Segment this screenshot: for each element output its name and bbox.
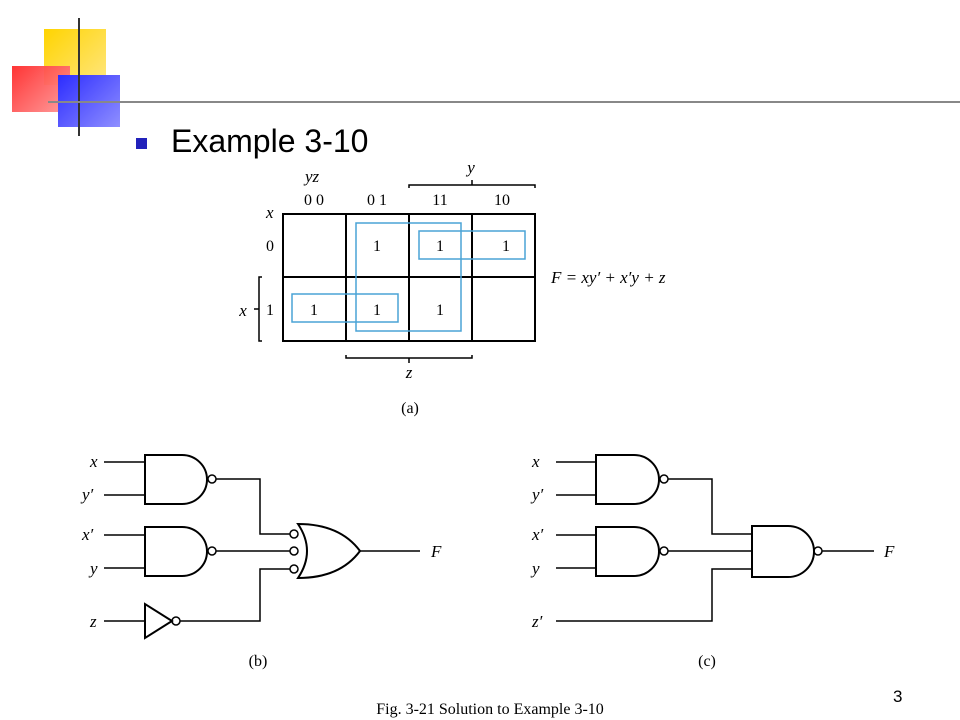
kmap-cols-variable: yz — [303, 167, 320, 186]
karnaugh-map: yz x 0 0 0 1 11 10 0 1 1 1 1 1 1 1 y x z… — [238, 158, 666, 417]
inversion-bubble — [659, 546, 669, 556]
kmap-col-header: 11 — [432, 192, 447, 209]
z-bracket-label: z — [405, 363, 413, 382]
circuit-c-input-label: x — [531, 452, 540, 471]
circuit-c-input-label: y′ — [530, 485, 544, 504]
circuit-c-output-label: F — [883, 542, 895, 561]
x-bracket — [254, 276, 262, 342]
bullet-icon — [136, 138, 147, 149]
circuit-c: x y′ x′ y z′ F (c) — [530, 452, 895, 670]
y-bracket-label: y — [465, 158, 475, 177]
circuit-b: x y′ x′ y z F (b) — [80, 452, 442, 670]
z-bracket — [345, 355, 473, 363]
kmap-col-header: 0 1 — [367, 192, 387, 209]
nand-gate — [751, 525, 815, 578]
kmap-col-header: 0 0 — [304, 192, 324, 209]
circuit-b-input-label: z — [89, 612, 97, 631]
kmap-cell: 1 — [436, 238, 444, 255]
nand-gate — [595, 526, 660, 577]
circuit-b-output-label: F — [430, 542, 442, 561]
circuit-b-input-label: x — [89, 452, 98, 471]
figure-caption: Fig. 3-21 Solution to Example 3-10 — [376, 701, 604, 718]
kmap-group-x-yprime — [291, 293, 399, 323]
x-bracket-label: x — [238, 301, 247, 320]
caption-b: (b) — [249, 653, 268, 670]
inversion-bubble — [289, 564, 299, 574]
circuit-c-input-label: y — [530, 559, 540, 578]
title-rule — [48, 101, 960, 103]
boolean-function: F = xy′ + x′y + z — [550, 268, 666, 287]
kmap-row-header: 0 — [266, 238, 274, 255]
kmap-cell: 1 — [373, 302, 381, 319]
page-number: 3 — [893, 687, 903, 706]
kmap-row-header: 1 — [266, 302, 274, 319]
inversion-bubble — [289, 546, 299, 556]
inversion-bubble — [659, 474, 669, 484]
inversion-bubble — [289, 529, 299, 539]
kmap-group-xprime-y — [418, 230, 526, 260]
nand-gate — [144, 454, 208, 505]
circuit-b-input-label: x′ — [81, 525, 94, 544]
kmap-group-z — [355, 222, 462, 332]
caption-a: (a) — [401, 400, 419, 417]
decor-vertical-line — [78, 18, 80, 136]
circuit-c-input-label: z′ — [531, 612, 543, 631]
wire — [180, 568, 290, 622]
kmap-cell: 1 — [310, 302, 318, 319]
inversion-bubble — [207, 546, 217, 556]
inversion-bubble — [207, 474, 217, 484]
circuit-b-input-label: y′ — [80, 485, 94, 504]
kmap-cell: 1 — [502, 238, 510, 255]
not-gate — [144, 602, 174, 640]
nand-gate — [144, 526, 208, 577]
kmap-cell: 1 — [436, 302, 444, 319]
caption-c: (c) — [698, 653, 716, 670]
or-gate — [296, 522, 362, 580]
y-bracket — [408, 180, 536, 188]
kmap-cell: 1 — [373, 238, 381, 255]
inversion-bubble — [813, 546, 823, 556]
kmap-col-header: 10 — [494, 192, 510, 209]
circuit-b-input-label: y — [88, 559, 98, 578]
wire — [668, 478, 752, 535]
slide-title: Example 3-10 — [171, 123, 369, 159]
kmap-rows-variable: x — [265, 203, 274, 222]
nand-gate — [595, 454, 660, 505]
wire — [556, 568, 752, 622]
circuit-c-input-label: x′ — [531, 525, 544, 544]
wire — [216, 478, 290, 535]
